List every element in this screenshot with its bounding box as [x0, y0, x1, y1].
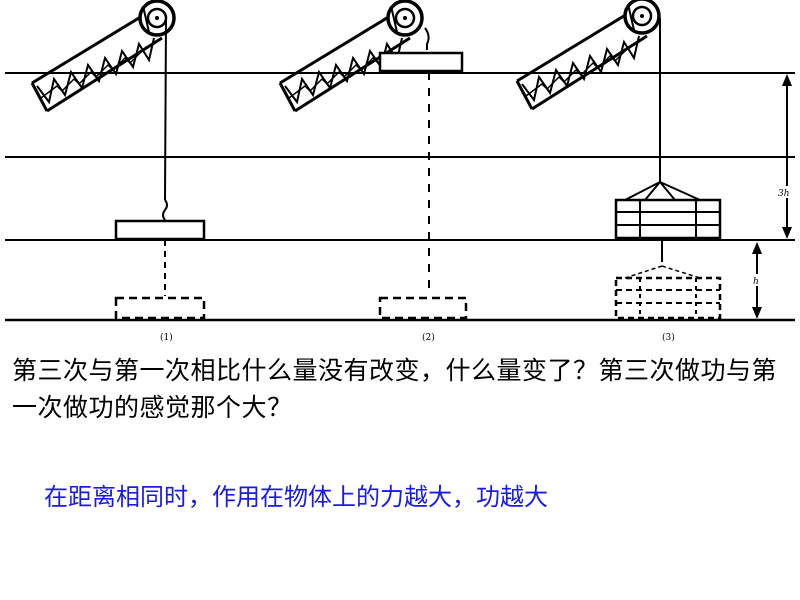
block-stack-3	[614, 198, 722, 240]
scene-1: (1)	[30, 0, 206, 343]
question-text: 第三次与第一次相比什么量没有改变，什么量变了？第三次做功与第一次做功的感觉那个大…	[12, 356, 778, 422]
label-3h: 3h	[778, 189, 790, 199]
height-indicator-h: h	[750, 242, 764, 319]
scene-3: (3)	[515, 0, 722, 343]
block-2	[378, 51, 464, 73]
block-2-start	[378, 296, 468, 320]
answer-text: 在距离相同时，作用在物体上的力越大，功越大	[44, 483, 548, 511]
height-indicator-3h: 3h	[776, 74, 798, 239]
block-stack-3-start	[614, 265, 722, 320]
scene-2: (2)	[278, 0, 468, 343]
label-3: (3)	[662, 332, 675, 343]
crane-lifting-diagram: (1) (2) (3)	[5, 0, 798, 343]
block-1	[114, 219, 206, 241]
label-2: (2)	[422, 332, 435, 343]
block-1-start	[114, 296, 206, 320]
label-1: (1)	[160, 332, 173, 343]
label-h: h	[753, 277, 759, 287]
